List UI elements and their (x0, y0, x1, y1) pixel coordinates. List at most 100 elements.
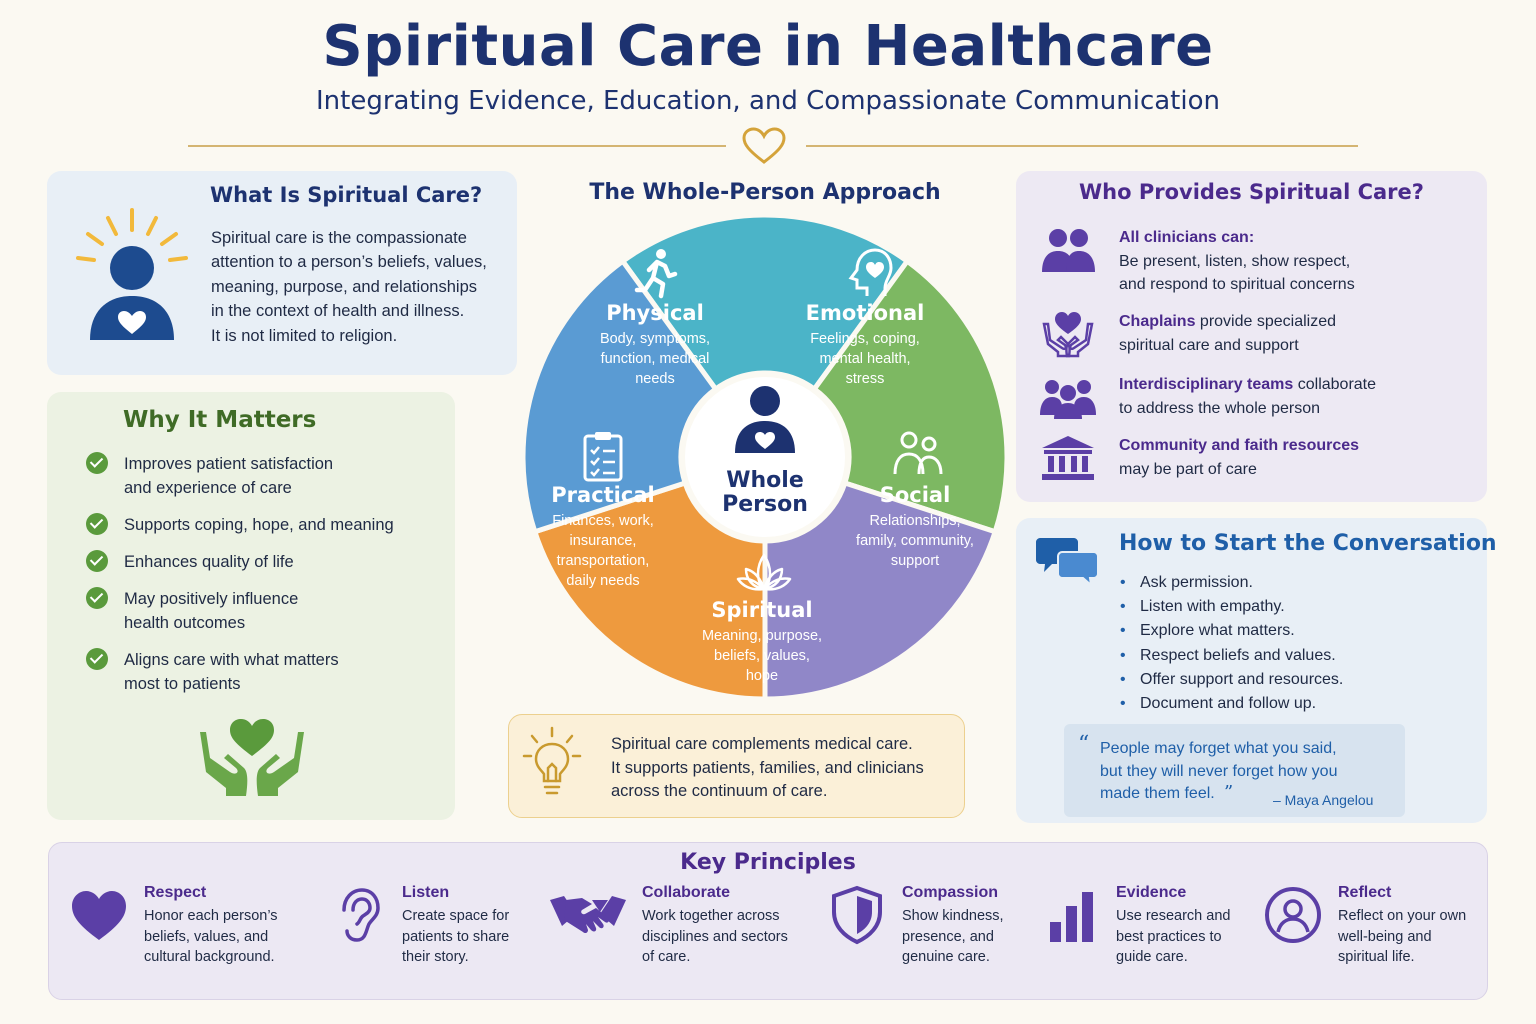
heart-icon (72, 891, 126, 940)
wheel-sublabel: support (891, 553, 939, 569)
quote-open-mark: “ (1078, 732, 1090, 757)
wheel-segment-spiritual (531, 479, 768, 702)
what-line: in the context of health and illness. (211, 302, 465, 321)
what-line: attention to a person’s beliefs, values, (211, 253, 487, 272)
two-people-icon (1042, 229, 1095, 272)
who-row-teams: Interdisciplinary teams collaborate to a… (1040, 373, 1470, 421)
who-heading: Who Provides Spiritual Care? (1079, 180, 1424, 204)
wheel-sublabel: Relationships, (869, 513, 960, 529)
how-heading: How to Start the Conversation (1119, 531, 1497, 556)
what-heading: What Is Spiritual Care? (210, 183, 483, 207)
shield-heart-icon (832, 885, 882, 945)
why-heading: Why It Matters (123, 407, 317, 433)
complement-note: Spiritual care complements medical care.… (611, 735, 924, 800)
gold-heart-icon (742, 127, 786, 164)
approach-heading: The Whole-Person Approach (589, 180, 941, 205)
wheel-sublabel: Meaning, purpose, (702, 628, 822, 644)
divider-left (188, 145, 726, 147)
wheel-sublabel: Feelings, coping, (810, 331, 920, 347)
what-line: Spiritual care is the compassionate (211, 229, 467, 247)
who-row-clinicians: All clinicians can: Be present, listen, … (1040, 226, 1470, 297)
hands-heart-icon (200, 719, 304, 796)
wheel-label-social: Social (880, 483, 951, 507)
wheel-segment-emotional (810, 257, 1010, 535)
hands-heart-icon (1042, 312, 1094, 358)
building-columns-icon (1042, 436, 1094, 480)
lotus-icon (736, 553, 792, 591)
step-item: Respect beliefs and values. (1120, 644, 1343, 668)
wheel-sublabel: hope (746, 668, 778, 684)
wheel-center-label: Person (722, 492, 808, 517)
step-item: Ask permission. (1120, 571, 1343, 595)
wheel-label-emotional: Emotional (806, 301, 925, 325)
person-heart-rays-icon (76, 208, 188, 340)
quote-close-mark: ” (1224, 782, 1234, 803)
wheel-segment-practical (520, 257, 720, 535)
who-provides-card (1016, 171, 1487, 502)
quote-box (1064, 724, 1405, 817)
why-item: Enhances quality of life (86, 550, 446, 574)
group-icon (1040, 380, 1096, 419)
wheel-label-practical: Practical (551, 483, 654, 507)
step-item: Explore what matters. (1120, 619, 1343, 643)
what-description: Spiritual care is the compassionate atte… (211, 226, 511, 348)
wheel-sublabel: needs (635, 371, 675, 387)
person-circle-icon (1265, 887, 1321, 943)
divider-right (806, 145, 1358, 147)
wheel-sublabel: stress (846, 371, 885, 387)
quote-author: – Maya Angelou (1273, 792, 1374, 808)
wheel-sublabel: family, community, (856, 533, 974, 549)
check-icon (86, 550, 108, 572)
quote-text: People may forget what you said, but the… (1100, 740, 1338, 802)
check-icon (86, 648, 108, 670)
wheel-sublabel: transportation, (557, 553, 650, 569)
check-icon (86, 513, 108, 535)
lightbulb-icon (522, 726, 582, 795)
wheel-center-label: Whole (726, 468, 804, 493)
page-subtitle: Integrating Evidence, Education, and Com… (316, 86, 1220, 116)
people-icon (893, 431, 943, 475)
handshake-icon (550, 896, 626, 934)
wheel-sublabel: Body, symptoms, (600, 331, 710, 347)
wheel-label-physical: Physical (606, 301, 704, 325)
principles-heading: Key Principles (680, 850, 856, 875)
wheel-sublabel: daily needs (566, 573, 639, 589)
check-icon (86, 587, 108, 609)
conversation-steps: Ask permission. Listen with empathy. Exp… (1120, 571, 1343, 716)
checklist-icon (583, 432, 623, 482)
wheel-sublabel: beliefs, values, (714, 648, 810, 664)
step-item: Offer support and resources. (1120, 668, 1343, 692)
head-heart-icon (848, 248, 893, 296)
check-icon (86, 452, 108, 474)
what-line: meaning, purpose, and relationships (211, 277, 478, 296)
wheel-segment-physical (619, 212, 911, 393)
bar-chart-icon (1050, 892, 1093, 942)
wheel-sublabel: insurance, (570, 533, 637, 549)
chat-bubbles-icon (1036, 538, 1099, 586)
wheel-label-spiritual: Spiritual (711, 598, 812, 622)
running-person-icon (634, 249, 678, 299)
complement-note-card (508, 714, 965, 818)
wheel-center (685, 377, 845, 537)
who-row-chaplains: Chaplains provide specialized spiritual … (1040, 310, 1470, 358)
ear-icon (342, 888, 380, 942)
what-line: It is not limited to religion. (211, 326, 398, 345)
person-heart-icon (735, 386, 795, 453)
step-item: Listen with empathy. (1120, 595, 1343, 619)
why-item: Supports coping, hope, and meaning (86, 513, 446, 537)
wheel-sublabel: mental health, (819, 351, 910, 367)
step-item: Document and follow up. (1120, 692, 1343, 716)
wheel-sublabel: Finances, work, (552, 513, 654, 529)
key-principles-card (48, 842, 1488, 1000)
wheel-sublabel: function, medical (601, 351, 710, 367)
wheel-segment-social (762, 479, 999, 702)
